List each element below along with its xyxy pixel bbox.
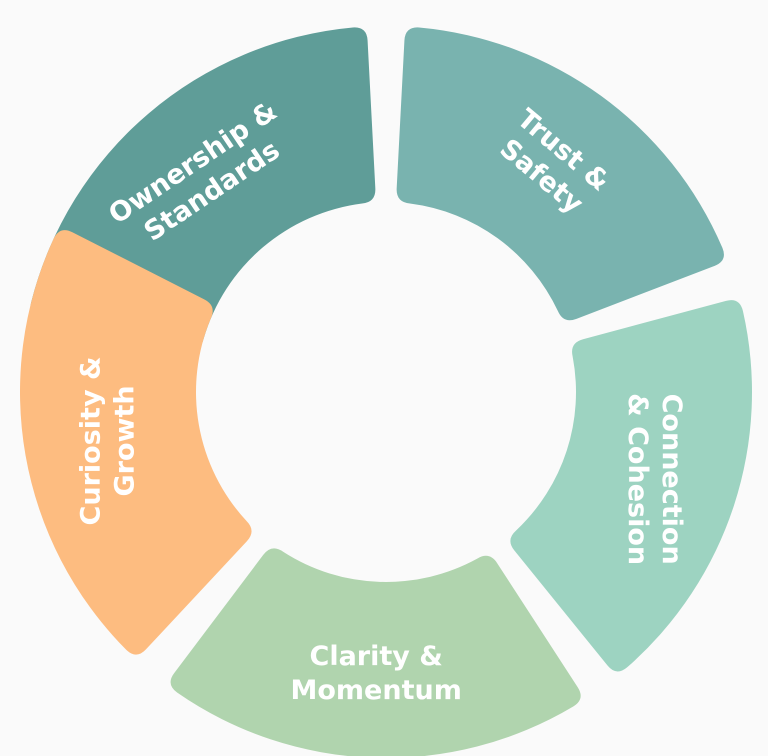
label-connection-cohesion: Connection& Cohesion xyxy=(623,393,688,565)
segments-layer xyxy=(20,27,752,756)
segment-clarity-momentum xyxy=(170,548,581,756)
segment-curiosity-growth xyxy=(20,230,252,655)
label-line: Curiosity & xyxy=(75,357,106,526)
label-line: Growth xyxy=(109,385,140,496)
label-line: Momentum xyxy=(290,674,461,705)
label-clarity-momentum: Clarity &Momentum xyxy=(290,640,461,705)
segment-connection-cohesion xyxy=(510,300,752,672)
segment-trust-safety xyxy=(396,27,724,321)
label-line: Connection xyxy=(657,394,688,565)
label-line: Clarity & xyxy=(310,640,443,671)
label-line: & Cohesion xyxy=(623,393,654,565)
label-curiosity-growth: Curiosity &Growth xyxy=(75,357,140,526)
